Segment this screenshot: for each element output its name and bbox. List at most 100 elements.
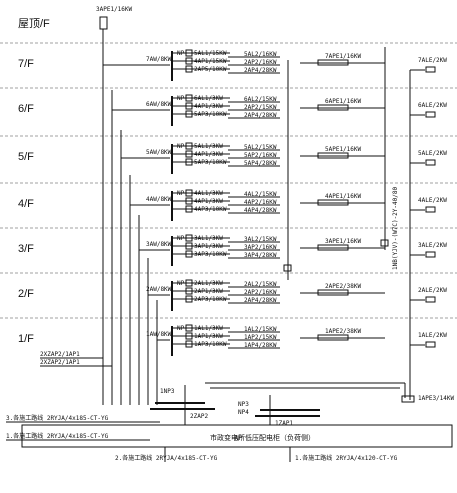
bus-label-1zap1: 1ZAP1 [275, 420, 293, 427]
circuit-label-right: 5AL2/16KW [244, 51, 277, 58]
circuit-label-right: 5AP4/28KW [244, 160, 277, 167]
emergency-panel-label: 4APE1/16KW [325, 193, 362, 200]
circuit-label-right: 1AP4/28KW [244, 342, 277, 349]
np-label: NP [177, 143, 185, 150]
floor-label-6: 1/F [18, 333, 34, 345]
circuit-label-right: 2AP4/28KW [244, 297, 277, 304]
floor-groups: 7AW/8KW 5AL1/15KW 5AL2/16KW 4AP1/15KW 2AP2/1… [103, 49, 447, 356]
circuit-label: 1AP3/10KW [194, 341, 227, 348]
circuit-label-right: 1AL2/15KW [244, 326, 277, 333]
left-risers [102, 29, 158, 405]
emergency-panel-label: 6APE1/16KW [325, 98, 362, 105]
substation-label: 市政变电所低压配电柜（负荷侧） [210, 433, 315, 442]
floor-labels: 7/F6/F5/F4/F3/F2/F1/F [18, 58, 34, 345]
np-label: NP [177, 325, 185, 332]
floor-feeder-label: 4AW/8KW [146, 196, 172, 203]
circuit-label: 2AP3/10KW [194, 296, 227, 303]
circuit-label: 3AP3/10KW [194, 251, 227, 258]
cable-riser-box [380, 239, 389, 247]
circuit-label-right: 1AP2/15KW [244, 334, 277, 341]
bottom-left-cable: 2.各施工路线 2RYJA/4x185-CT-YG [115, 454, 218, 462]
bottom-right-cable: 1.各施工路线 2RYJA/4x120-CT-YG [295, 454, 398, 462]
circuit-label: 4AP3/10KW [194, 206, 227, 213]
floor-feeder-label: 1AW/8KW [146, 331, 172, 338]
bus-label-np4: NP4 [238, 409, 249, 416]
lighting-panel-label: 5ALE/2KW [418, 150, 447, 157]
circuit-label: 5AL1/3KW [194, 143, 223, 150]
lighting-panel-label: 4ALE/2KW [418, 197, 447, 204]
emergency-panel-label: 2APE2/38KW [325, 283, 362, 290]
floor-group-1: 6AW/8KW 6AL1/3KW 6AL2/15KW 4AP1/3KW 2AP2/15K… [112, 94, 447, 126]
circuit-label: 5AP3/10KW [194, 111, 227, 118]
aps-label: 1APE3/14KW [418, 395, 455, 402]
circuit-label: 1AP1/3KW [194, 333, 223, 340]
branch-riser-box [283, 264, 292, 272]
circuit-label-right: 6AL2/15KW [244, 96, 277, 103]
circuit-label: 6AL1/3KW [194, 95, 223, 102]
floor-feeder-label: 2AW/8KW [146, 286, 172, 293]
bus-label-1np3: 1NP3 [160, 388, 175, 395]
floor-label-5: 2/F [18, 288, 34, 300]
circuit-label-right: 2AL2/15KW [244, 281, 277, 288]
circuit-label-right: 4AP4/28KW [244, 207, 277, 214]
substation-box [21, 424, 453, 448]
lighting-panel-label: 1ALE/2KW [418, 332, 447, 339]
floor-group-6: 1AW/8KW 1AL1/3KW 1AL2/15KW 1AP1/3KW 1AP2/15K… [146, 324, 447, 356]
np-label: NP [177, 280, 185, 287]
circuit-label: 2AP5/10KW [194, 66, 227, 73]
circuit-label: 5AL1/15KW [194, 50, 227, 57]
circuit-label: 3AP1/3KW [194, 243, 223, 250]
floor-label-2: 5/F [18, 151, 34, 163]
circuit-label-right: 3AL2/15KW [244, 236, 277, 243]
emergency-panel-label: 1APE2/38KW [325, 328, 362, 335]
floor-label-0: 7/F [18, 58, 34, 70]
one-f-left-label-1: 2XZAP2/1AP1 [40, 351, 80, 358]
lighting-panel-label: 3ALE/2KW [418, 242, 447, 249]
top-panel-label: 3APE1/16KW [96, 6, 133, 13]
emergency-panel-label: 5APE1/16KW [325, 146, 362, 153]
circuit-label-right: 3AP4/28KW [244, 252, 277, 259]
floor-feeder-label: 5AW/8KW [146, 149, 172, 156]
bus-label-np3: NP3 [238, 401, 249, 408]
circuit-label-right: 5AL2/15KW [244, 144, 277, 151]
circuit-label-right: 4AL2/15KW [244, 191, 277, 198]
circuit-label: 2AP1/3KW [194, 288, 223, 295]
floor-separators [0, 42, 457, 319]
emergency-panel-label: 3APE1/16KW [325, 238, 362, 245]
circuit-label-right: 2AP2/16KW [244, 289, 277, 296]
circuit-label: 1AL1/3KW [194, 325, 223, 332]
floor-group-2: 5AW/8KW 5AL1/3KW 5AL2/15KW 4AP1/3KW 5AP2/16K… [121, 142, 447, 174]
np-label: NP [177, 235, 185, 242]
bus-label-2zap2: 2ZAP2 [190, 413, 208, 420]
circuit-label: 4AP1/15KW [194, 58, 227, 65]
circuit-label-right: 2AP4/28KW [244, 112, 277, 119]
bus-label-np: NP [235, 435, 243, 442]
circuit-label-right: 2AP4/28KW [244, 67, 277, 74]
circuit-label-right: 2AP2/15KW [244, 104, 277, 111]
bus-bars [150, 382, 415, 425]
floor-group-5: 2AW/8KW 2AL1/3KW 2AL2/15KW 2AP1/3KW 2AP2/16K… [146, 279, 447, 311]
lighting-panel-label: 2ALE/2KW [418, 287, 447, 294]
emergency-panel-label: 7APE1/16KW [325, 53, 362, 60]
floor-feeder-label: 3AW/8KW [146, 241, 172, 248]
circuit-label: 2AL1/3KW [194, 280, 223, 287]
top-panel-symbol [99, 16, 108, 30]
roof-label: 屋顶/F [18, 17, 50, 30]
floor-feeder-label: 6AW/8KW [146, 101, 172, 108]
circuit-label: 4AP1/3KW [194, 198, 223, 205]
np-label: NP [177, 50, 185, 57]
floor-feeder-label: 7AW/8KW [146, 56, 172, 63]
np-label: NP [177, 95, 185, 102]
circuit-label: 4AP1/3KW [194, 103, 223, 110]
cable-label-2: 1.各施工路线 2RYJA/4x185-CT-YG [6, 432, 109, 440]
circuit-label-right: 5AP2/16KW [244, 152, 277, 159]
cable-label-1: 3.各施工路线 2RYJA/4x185-CT-YG [6, 414, 109, 422]
circuit-label-right: 3AP2/16KW [244, 244, 277, 251]
circuit-label: 4AL1/3KW [194, 190, 223, 197]
floor-label-4: 3/F [18, 243, 34, 255]
circuit-label: 4AP1/3KW [194, 151, 223, 158]
